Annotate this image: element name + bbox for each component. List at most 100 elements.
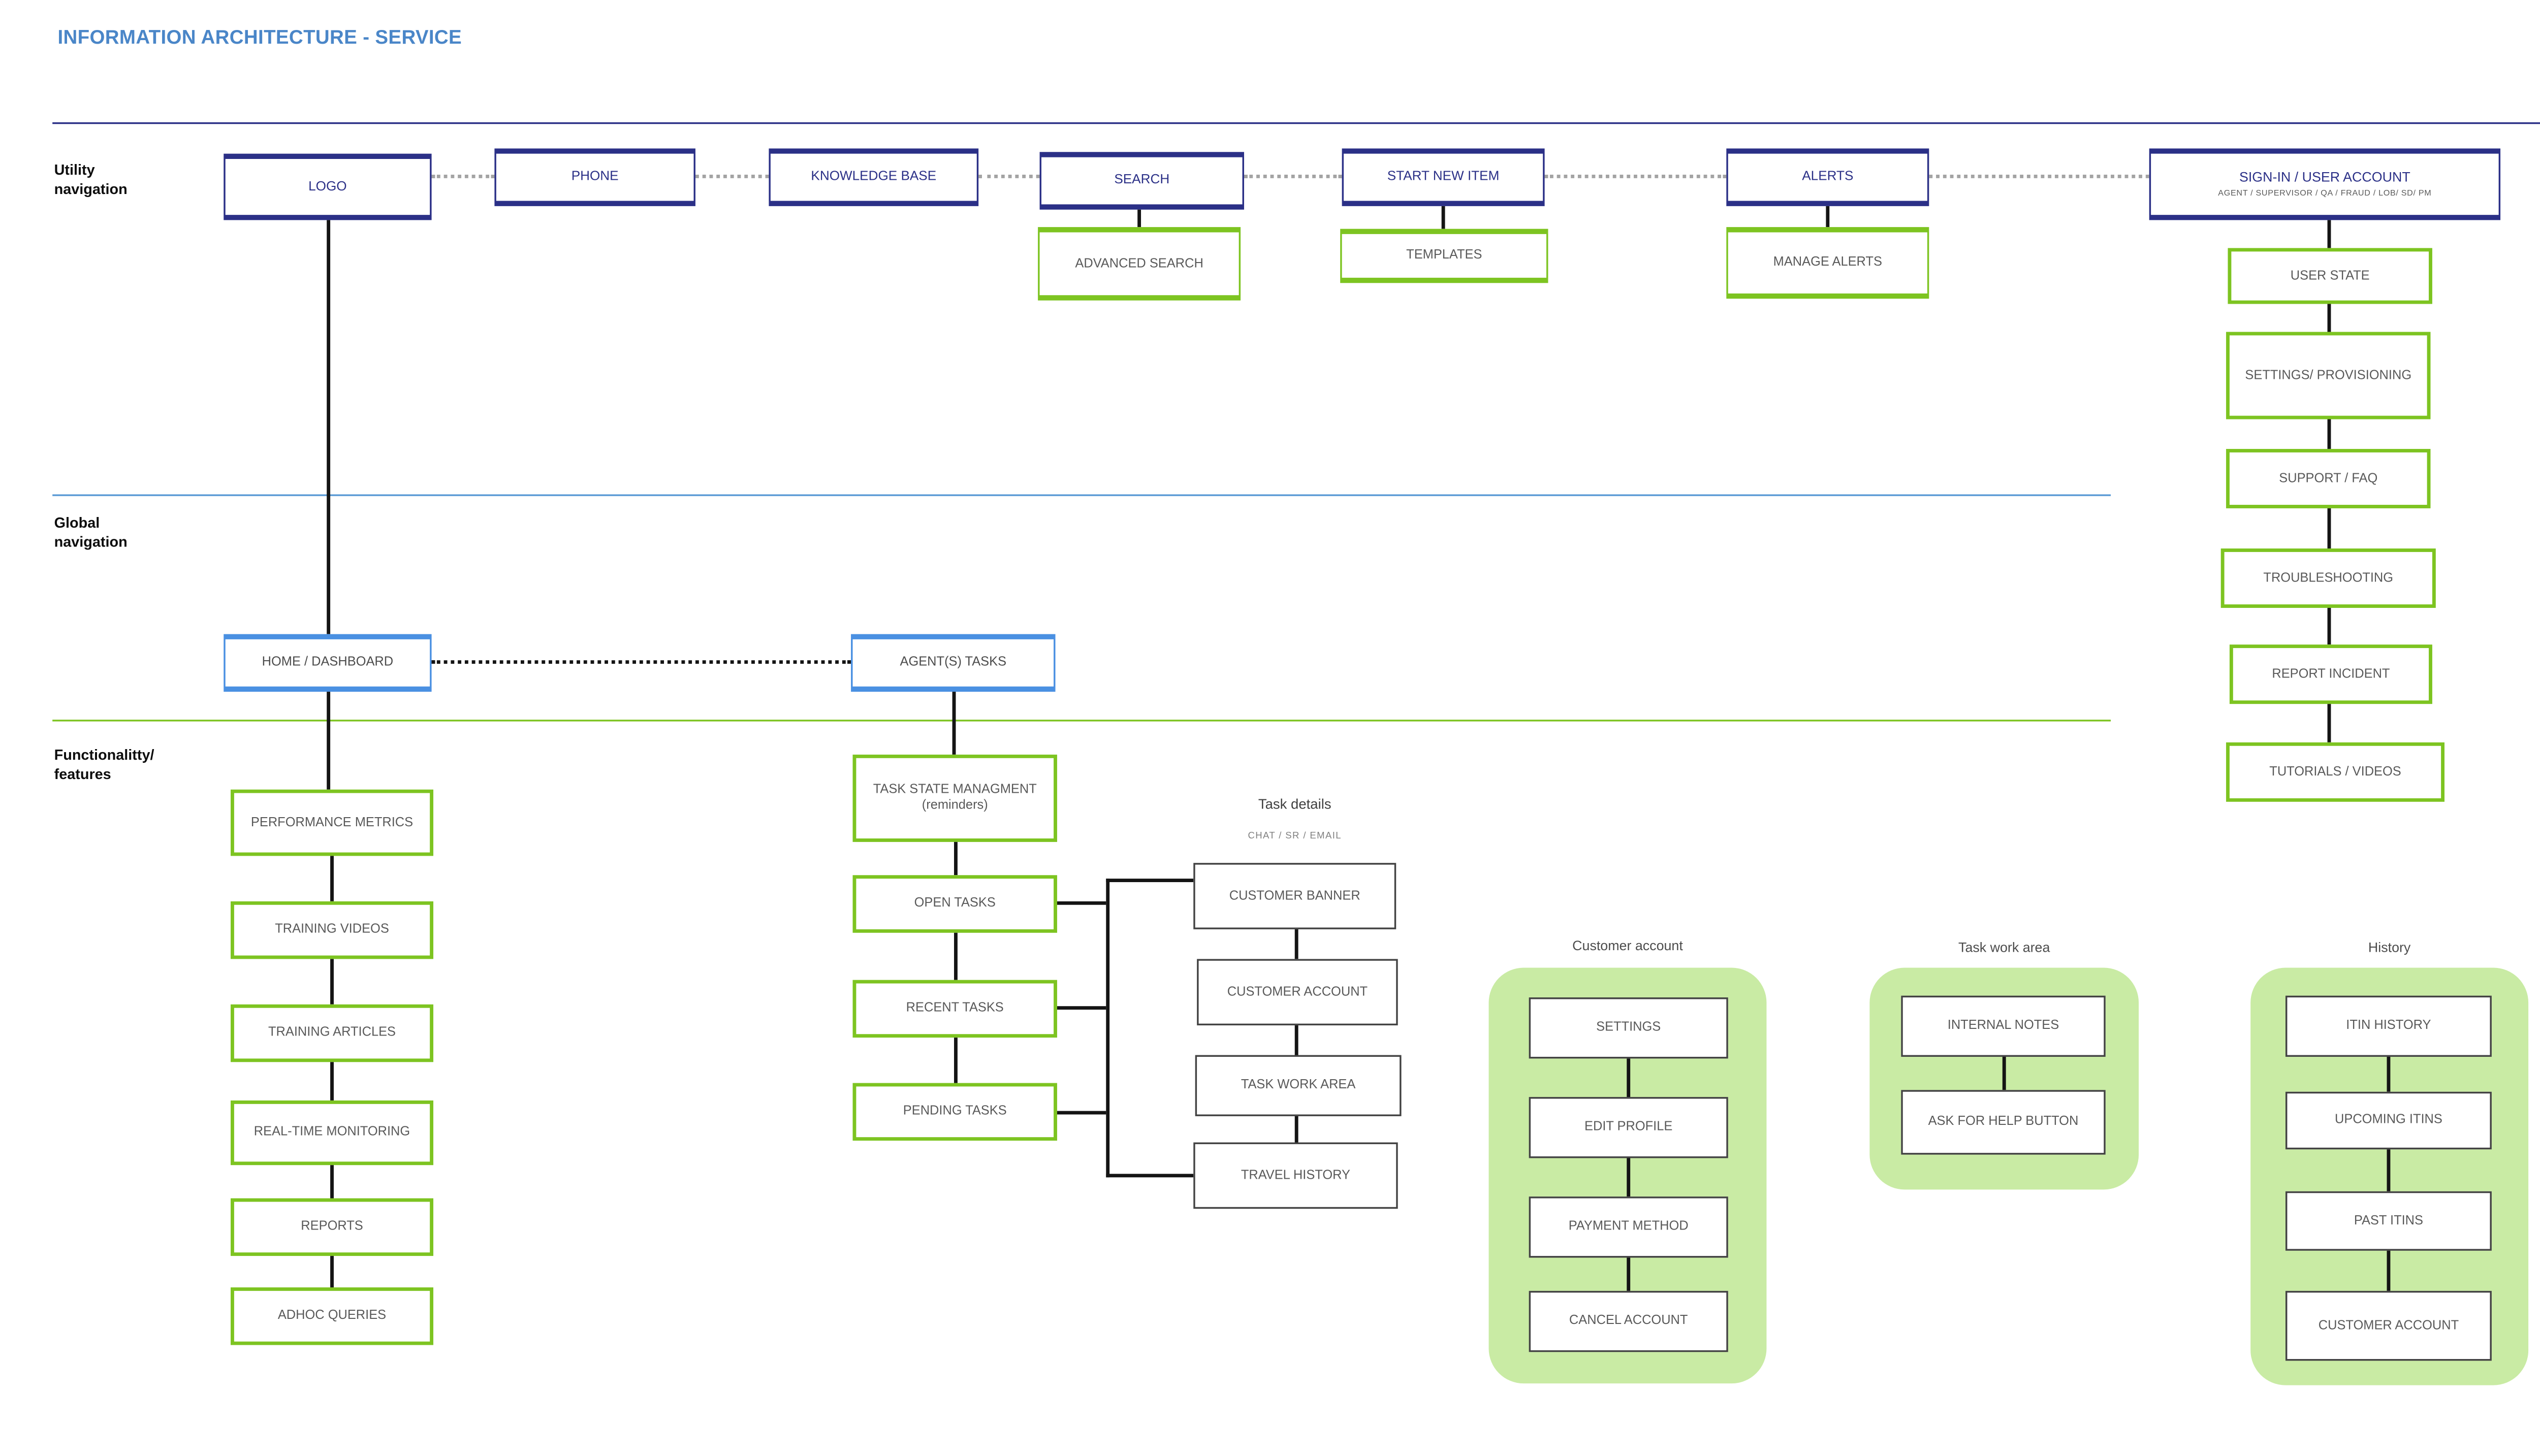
features-label: Functionalitty/ features (54, 746, 154, 783)
connector-trunk-travel-history (1106, 1174, 1194, 1178)
connector-performance-training-videos (330, 856, 334, 901)
connector-home-performance-metrics (327, 692, 331, 790)
connector-internal-notes-ask-help (2002, 1056, 2006, 1090)
connector-settings-support (2327, 419, 2331, 449)
node-knowledge-base: KNOWLEDGE BASE (769, 148, 979, 206)
node-phone: PHONE (494, 148, 695, 206)
node-pending-tasks: PENDING TASKS (852, 1083, 1057, 1141)
utility-navigation-label: Utility navigation (54, 160, 128, 198)
connector-past-customer-account (2387, 1250, 2391, 1291)
node-customer-account-history: CUSTOMER ACCOUNT (2285, 1290, 2492, 1361)
node-cancel-account: CANCEL ACCOUNT (1529, 1290, 1728, 1352)
node-troubleshooting: TROUBLESHOOTING (2220, 548, 2436, 608)
node-support-faq: SUPPORT / FAQ (2226, 448, 2431, 508)
node-travel-history: TRAVEL HISTORY (1193, 1142, 1398, 1209)
connector-knowledge-base-search (978, 174, 1040, 178)
task-work-area-group-label: Task work area (1958, 940, 2050, 956)
node-user-state: USER STATE (2228, 248, 2432, 304)
history-group-label: History (2368, 940, 2411, 956)
connector-training-videos-articles (330, 959, 334, 1005)
connector-task-work-area-travel-history (1294, 1116, 1298, 1143)
node-training-videos: TRAINING VIDEOS (231, 901, 434, 959)
connector-upcoming-past (2387, 1149, 2391, 1191)
connector-task-state-open-tasks (954, 842, 958, 876)
connector-account-task-work-area (1294, 1025, 1298, 1055)
node-past-itins: PAST ITINS (2285, 1191, 2492, 1251)
connector-search-advanced-search (1137, 209, 1141, 228)
global-navigation-label: Global navigation (54, 513, 128, 551)
node-home-dashboard: HOME / DASHBOARD (224, 634, 432, 692)
node-logo: LOGO (224, 153, 432, 220)
node-task-work-area-detail: TASK WORK AREA (1195, 1055, 1402, 1116)
task-details-title: Task details (1258, 796, 1331, 813)
connector-phone-knowledge-base (695, 174, 769, 178)
connector-articles-realtime (330, 1062, 334, 1101)
top-divider-line (52, 122, 2540, 124)
node-start-new-item: START NEW ITEM (1342, 148, 1545, 206)
connector-reports-adhoc (330, 1256, 334, 1287)
connector-open-tasks-trunk (1057, 901, 1106, 905)
node-training-articles: TRAINING ARTICLES (231, 1004, 434, 1062)
node-settings-provisioning: SETTINGS/ PROVISIONING (2226, 332, 2431, 419)
global-nav-divider-line (52, 494, 2111, 496)
connector-alerts-manage-alerts (1826, 206, 1830, 228)
task-details-subtitle: CHAT / SR / EMAIL (1248, 831, 1342, 842)
connector-trunk-customer-banner (1106, 879, 1194, 882)
sign-in-title: SIGN-IN / USER ACCOUNT (2239, 170, 2410, 186)
connector-banner-account (1294, 929, 1298, 959)
node-agent-tasks: AGENT(S) TASKS (851, 634, 1056, 692)
node-task-state-management: TASK STATE MANAGMENT (reminders) (852, 754, 1057, 842)
node-itin-history: ITIN HISTORY (2285, 995, 2492, 1057)
connector-logo-phone (431, 174, 495, 178)
connector-settings-edit-profile (1627, 1058, 1631, 1097)
node-open-tasks: OPEN TASKS (852, 875, 1057, 933)
node-customer-banner: CUSTOMER BANNER (1193, 863, 1396, 929)
connector-trunk-vertical (1106, 879, 1110, 1178)
connector-open-recent-tasks (954, 932, 958, 980)
connector-report-incident-tutorials (2327, 704, 2331, 742)
connector-troubleshooting-report-incident (2327, 607, 2331, 645)
node-alerts: ALERTS (1726, 148, 1929, 206)
connector-alerts-sign-in (1929, 174, 2149, 178)
page-title: INFORMATION ARCHITECTURE - SERVICE (57, 28, 462, 49)
node-ask-for-help-button: ASK FOR HELP BUTTON (1901, 1090, 2106, 1155)
connector-pending-tasks-trunk (1057, 1111, 1106, 1115)
connector-home-agent-tasks (431, 660, 851, 664)
connector-recent-pending-tasks (954, 1038, 958, 1083)
connector-logo-home-dashboard (327, 220, 331, 634)
node-recent-tasks: RECENT TASKS (852, 980, 1057, 1038)
node-adhoc-queries: ADHOC QUERIES (231, 1287, 434, 1345)
node-search: SEARCH (1039, 152, 1244, 210)
node-performance-metrics: PERFORMANCE METRICS (231, 789, 434, 856)
connector-start-new-item-templates (1441, 206, 1445, 229)
node-internal-notes: INTERNAL NOTES (1901, 995, 2106, 1057)
node-report-incident: REPORT INCIDENT (2229, 644, 2432, 704)
connector-edit-profile-payment (1627, 1158, 1631, 1197)
node-manage-alerts: MANAGE ALERTS (1726, 227, 1929, 299)
features-divider-line (52, 720, 2111, 722)
connector-realtime-reports (330, 1165, 334, 1199)
connector-agent-tasks-task-state (952, 692, 956, 755)
connector-payment-cancel-account (1627, 1257, 1631, 1291)
connector-itin-upcoming (2387, 1056, 2391, 1092)
connector-support-troubleshooting (2327, 508, 2331, 549)
node-sign-in-user-account: SIGN-IN / USER ACCOUNT AGENT / SUPERVISO… (2149, 148, 2501, 220)
customer-account-group-label: Customer account (1572, 938, 1683, 954)
node-tutorials-videos: TUTORIALS / VIDEOS (2226, 742, 2445, 802)
node-advanced-search: ADVANCED SEARCH (1038, 227, 1241, 301)
node-payment-method: PAYMENT METHOD (1529, 1196, 1728, 1258)
node-reports: REPORTS (231, 1198, 434, 1256)
sign-in-roles: AGENT / SUPERVISOR / QA / FRAUD / LOB/ S… (2218, 189, 2432, 198)
node-customer-account-detail: CUSTOMER ACCOUNT (1197, 959, 1398, 1026)
connector-sign-in-user-state (2327, 220, 2331, 248)
connector-recent-tasks-trunk (1057, 1006, 1106, 1010)
connector-start-new-item-alerts (1544, 174, 1727, 178)
node-real-time-monitoring: REAL-TIME MONITORING (231, 1100, 434, 1166)
connector-user-state-settings (2327, 304, 2331, 332)
node-templates: TEMPLATES (1340, 229, 1548, 283)
node-edit-profile: EDIT PROFILE (1529, 1097, 1728, 1158)
node-upcoming-itins: UPCOMING ITINS (2285, 1091, 2492, 1150)
connector-search-start-new-item (1244, 174, 1342, 178)
